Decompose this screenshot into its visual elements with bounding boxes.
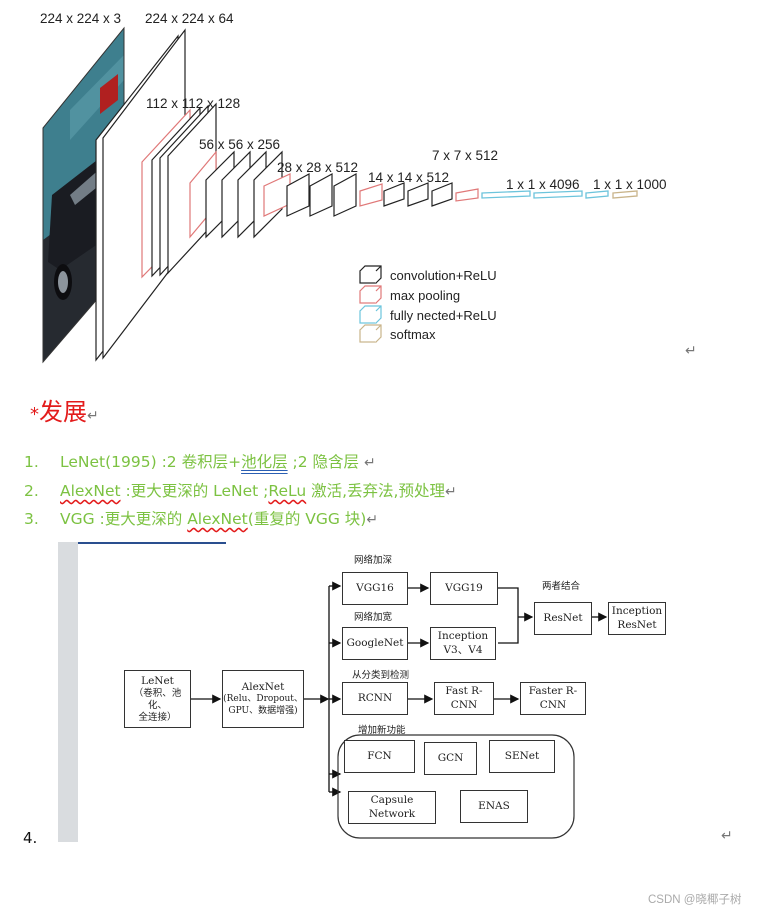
list-underlined: ReLu	[268, 482, 307, 500]
list-item: 2. AlexNet :更大更深的 LeNet ;ReLu 激活,丢弃法,预处理↵	[24, 479, 457, 501]
node-fcn: FCN	[344, 740, 415, 773]
image-left-bar	[58, 542, 78, 842]
dim-conv5: 14 x 14 x 512	[368, 170, 450, 185]
legend-softmax: softmax	[390, 327, 436, 342]
list-underlined: AlexNet	[60, 482, 121, 500]
flow-arrows	[191, 581, 608, 839]
node-fast-rcnn: Fast R-CNN	[434, 682, 494, 715]
dim-fc1: 1 x 1 x 4096	[506, 177, 580, 192]
paragraph-mark: ↵	[363, 455, 376, 471]
list-number-4: 4.	[23, 829, 38, 847]
list-text: (重复的 VGG 块)	[247, 510, 367, 528]
node-inception-line1: Inception	[437, 630, 489, 643]
list-item: 1. LeNet(1995) :2 卷积层+池化层 ;2 隐含层 ↵	[24, 450, 376, 472]
dim-conv1: 224 x 224 x 64	[145, 11, 234, 26]
node-faster-rcnn: Faster R-CNN	[520, 682, 586, 715]
pool5-block	[455, 188, 479, 202]
dim-pool5: 7 x 7 x 512	[432, 148, 499, 163]
node-inc-resnet-line2: ResNet	[617, 618, 657, 631]
list-number: 3.	[24, 510, 39, 528]
section-heading: *发展↵	[30, 392, 99, 427]
node-senet: SENet	[489, 740, 555, 773]
legend-conv: convolution+ReLU	[390, 268, 497, 283]
image-top-line	[78, 542, 226, 544]
node-inc-resnet-line1: Inception	[611, 605, 663, 618]
dim-fc2: 1 x 1 x 1000	[593, 177, 667, 192]
paragraph-mark: ↵	[87, 408, 99, 424]
label-widen: 网络加宽	[354, 612, 393, 623]
legend-pool: max pooling	[390, 288, 461, 303]
node-gcn: GCN	[424, 742, 477, 775]
node-vgg19: VGG19	[430, 572, 498, 605]
node-vgg16: VGG16	[342, 572, 408, 605]
dim-conv4: 28 x 28 x 512	[277, 160, 359, 175]
fc-block	[481, 190, 609, 199]
node-lenet-line1: LeNet	[141, 674, 174, 687]
list-underlined: AlexNet	[187, 510, 248, 528]
list-text: ;2 隐含层	[287, 453, 364, 471]
paragraph-mark: ↵	[721, 828, 733, 844]
dim-conv2: 112 x 112 x 128	[146, 96, 241, 111]
list-text: 激活,丢弃法,预处理	[306, 482, 445, 500]
node-alexnet-line2: (Relu、Dropout、	[223, 694, 303, 705]
node-lenet-line3: 全连接）	[138, 711, 177, 723]
node-enas: ENAS	[460, 790, 528, 823]
label-add: 增加新功能	[358, 725, 406, 736]
paragraph-mark: ↵	[445, 484, 457, 500]
heading-text: 发展	[39, 398, 87, 426]
node-alexnet-line3: GPU、数据增强)	[228, 705, 298, 716]
node-capsule: Capsule Network	[348, 791, 436, 824]
label-combine: 两者结合	[542, 581, 581, 592]
label-deepen: 网络加深	[354, 555, 393, 566]
node-lenet-line2: （卷积、池化、	[133, 687, 182, 711]
vgg-figure: 224 x 224 x 3 224 x 224 x 64 112 x 112 x…	[0, 0, 770, 370]
node-googlenet: GoogleNet	[342, 627, 408, 660]
node-lenet: LeNet（卷积、池化、全连接）	[124, 670, 191, 728]
node-alexnet-line1: AlexNet	[241, 681, 285, 694]
node-alexnet: AlexNet(Relu、Dropout、GPU、数据增强)	[222, 670, 304, 728]
conv4-block	[263, 172, 357, 217]
list-number: 1.	[24, 453, 39, 471]
list-number: 2.	[24, 482, 39, 500]
legend-cubes	[359, 265, 382, 343]
list-underlined: 池化层	[241, 453, 288, 471]
dim-conv3: 56 x 56 x 256	[199, 137, 281, 152]
paragraph-mark: ↵	[685, 343, 697, 359]
legend-fc: fully nected+ReLU	[390, 308, 497, 323]
node-resnet: ResNet	[534, 602, 592, 635]
list-text: VGG :更大更深的	[60, 510, 188, 528]
node-inception-line2: V3、V4	[443, 643, 483, 656]
watermark: CSDN @晓椰子树	[648, 894, 742, 906]
node-rcnn: RCNN	[342, 682, 408, 715]
flow-image: LeNet（卷积、池化、全连接） AlexNet(Relu、Dropout、GP…	[58, 542, 698, 842]
list-item: 3. VGG :更大更深的 AlexNet(重复的 VGG 块)↵	[24, 507, 378, 529]
vgg-diagram	[42, 26, 638, 364]
softmax-block	[612, 190, 638, 199]
label-detect: 从分类到检测	[352, 670, 410, 681]
heading-star: *	[30, 404, 39, 425]
new-features-group	[337, 734, 575, 839]
conv5-block	[359, 182, 453, 207]
paragraph-mark: ↵	[366, 512, 379, 528]
list-text: :更大更深的 LeNet ;	[120, 482, 269, 500]
list-text: LeNet(1995) :2 卷积层+	[60, 453, 242, 471]
dim-input: 224 x 224 x 3	[40, 11, 122, 26]
